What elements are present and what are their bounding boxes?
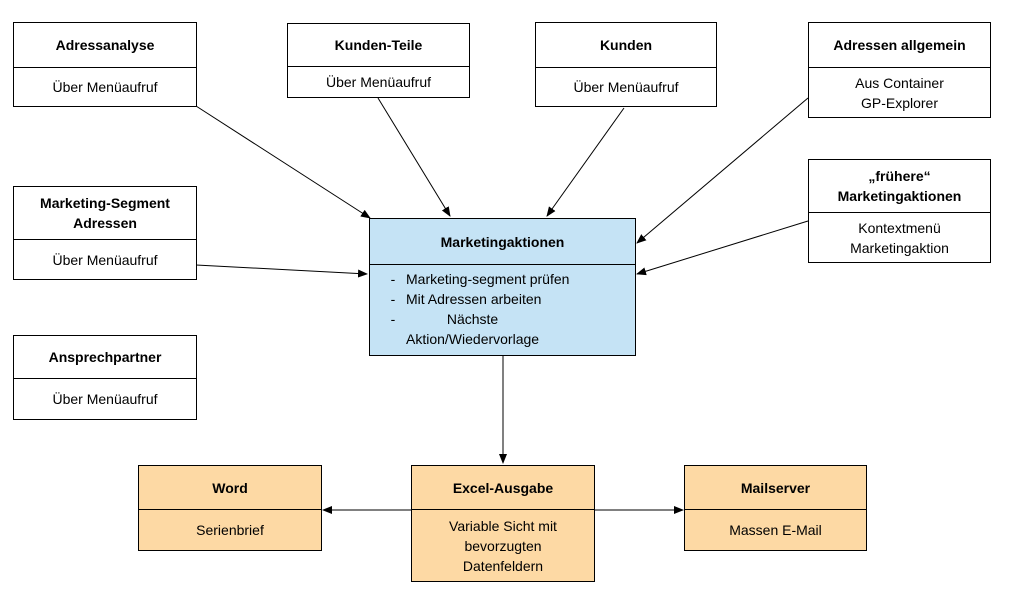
box-title: Mailserver (685, 466, 866, 510)
box-word: Word Serienbrief (138, 465, 322, 551)
box-body: Über Menüaufruf (536, 68, 716, 106)
title-line: Ansprechpartner (48, 349, 162, 365)
title-line: Marketing-Segment (40, 195, 170, 211)
bullet-text: Nächste (446, 311, 499, 327)
bullet-text-block: Nächste Aktion/Wiedervorlage (406, 309, 539, 349)
body-line: Aus Container (855, 74, 944, 91)
title-line: „frühere“ (868, 168, 931, 184)
box-ansprechpartner: Ansprechpartner Über Menüaufruf (13, 335, 197, 420)
body-line: bevorzugten (464, 537, 542, 554)
title-line: Adressen allgemein (833, 37, 966, 53)
box-title: Marketing-Segment Adressen (14, 187, 196, 240)
box-title: „frühere“ Marketingaktionen (809, 160, 990, 213)
box-body: - Marketing-segment prüfen - Mit Adresse… (370, 265, 635, 354)
box-kunden: Kunden Über Menüaufruf (535, 22, 717, 107)
body-line: Variable Sicht mit (449, 517, 557, 534)
bullet-item: - Marketing-segment prüfen (370, 269, 570, 289)
arrow-kunden-to-marketingaktionen (546, 107, 625, 217)
arrow-kunden-teile-to-marketingaktionen (377, 97, 451, 217)
arrow-adressen-allgemein-to-marketingaktionen (636, 97, 809, 244)
box-body: Über Menüaufruf (14, 68, 196, 106)
title-line: Adressen (73, 215, 137, 231)
body-line: Über Menüaufruf (52, 251, 158, 268)
box-body: Serienbrief (139, 510, 321, 550)
title-line: Adressanalyse (55, 37, 155, 53)
box-title: Ansprechpartner (14, 336, 196, 379)
body-line: Über Menüaufruf (325, 74, 432, 90)
box-body: Massen E-Mail (685, 510, 866, 550)
bullet-item: - Nächste Aktion/Wiedervorlage (370, 309, 539, 349)
arrow-adressanalyse-to-marketingaktionen (195, 105, 371, 219)
box-marketing-segment-adressen: Marketing-Segment Adressen Über Menüaufr… (13, 186, 197, 280)
title-line: Kunden (599, 37, 653, 53)
arrow-segment-to-marketingaktionen (195, 264, 368, 278)
box-title: Word (139, 466, 321, 510)
body-line: Datenfeldern (462, 557, 544, 574)
box-body: Über Menüaufruf (14, 379, 196, 419)
body-line: Kontextmenü (858, 219, 941, 236)
body-line: Über Menüaufruf (52, 391, 158, 407)
box-title: Kunden-Teile (288, 24, 469, 67)
box-body: Aus Container GP-Explorer (809, 68, 990, 117)
title-line: Mailserver (740, 479, 811, 496)
box-title: Kunden (536, 23, 716, 68)
box-excel-ausgabe: Excel-Ausgabe Variable Sicht mit bevorzu… (411, 465, 595, 582)
body-line: Serienbrief (196, 522, 264, 538)
body-line: GP-Explorer (860, 94, 939, 111)
body-line: Massen E-Mail (729, 522, 822, 538)
body-line: Marketingaktion (850, 239, 949, 256)
bullet-dash: - (390, 291, 396, 307)
body-line: Über Menüaufruf (573, 79, 679, 95)
body-line: Über Menüaufruf (52, 79, 158, 95)
box-marketingaktionen: Marketingaktionen - Marketing-segment pr… (369, 218, 636, 356)
title-line: Excel-Ausgabe (452, 479, 554, 496)
box-title: Adressen allgemein (809, 23, 990, 68)
box-body: Kontextmenü Marketingaktion (809, 213, 990, 262)
box-adressanalyse: Adressanalyse Über Menüaufruf (13, 22, 197, 107)
title-line: Kunden-Teile (334, 37, 423, 53)
bullet-text: Aktion/Wiedervorlage (406, 331, 540, 347)
box-adressen-allgemein: Adressen allgemein Aus Container GP-Expl… (808, 22, 991, 118)
title-line: Marketingaktionen (440, 233, 565, 250)
arrow-fruehere-to-marketingaktionen (636, 220, 809, 276)
bullet-dash: - (390, 311, 396, 327)
box-title: Marketingaktionen (370, 219, 635, 265)
box-body: Variable Sicht mit bevorzugten Datenfeld… (412, 510, 594, 581)
title-line: Marketingaktionen (837, 188, 962, 204)
title-line: Word (212, 479, 248, 496)
bullet-text: Mit Adressen arbeiten (406, 291, 542, 307)
bullet-text: Marketing-segment prüfen (406, 271, 570, 287)
bullet-item: - Mit Adressen arbeiten (370, 289, 542, 309)
box-fruehere-marketingaktionen: „frühere“ Marketingaktionen Kontextmenü … (808, 159, 991, 263)
box-title: Excel-Ausgabe (412, 466, 594, 510)
box-title: Adressanalyse (14, 23, 196, 68)
box-body: Über Menüaufruf (288, 67, 469, 97)
box-mailserver: Mailserver Massen E-Mail (684, 465, 867, 551)
box-body: Über Menüaufruf (14, 240, 196, 279)
box-kunden-teile: Kunden-Teile Über Menüaufruf (287, 23, 470, 98)
bullet-dash: - (390, 271, 396, 287)
